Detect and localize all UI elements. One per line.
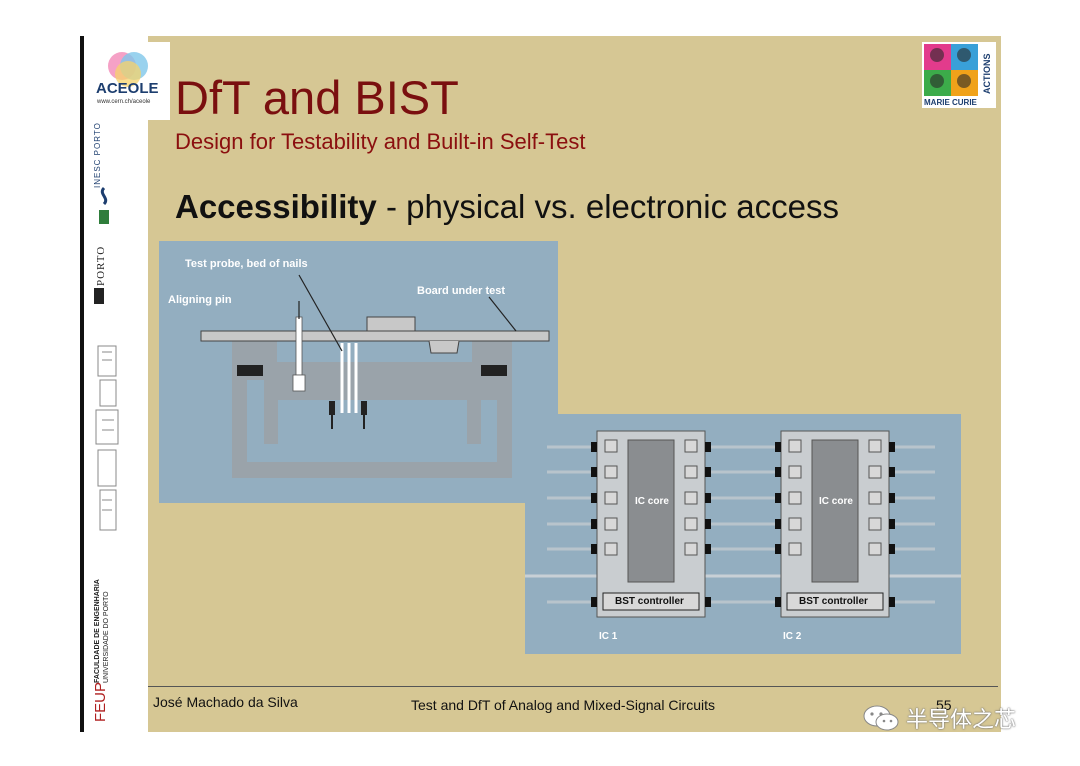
feup-university-name: UNIVERSIDADE DO PORTO: [103, 591, 110, 683]
uporto-mark-icon: [94, 288, 104, 304]
aceole-url: www.cern.ch/aceole: [97, 99, 151, 105]
page-number: 55: [936, 697, 952, 713]
marie-curie-portraits-icon: [924, 44, 978, 96]
actions-text: ACTIONS: [982, 53, 992, 95]
feup-logo-text: FEUP: [92, 681, 109, 722]
board-label: Board under test: [417, 285, 506, 297]
bed-of-nails-figure: Test probe, bed of nails Aligning pin Bo…: [159, 241, 558, 503]
feup-faculty-name: FACULDADE DE ENGENHARIA: [94, 579, 101, 683]
aligning-pin-label: Aligning pin: [168, 294, 232, 306]
footer-author: José Machado da Silva: [153, 694, 298, 710]
boundary-scan-diagram: [525, 430, 961, 618]
ic-core-2-label: IC core: [819, 496, 853, 507]
watermark: 半导体之芯: [862, 702, 1016, 734]
heading-rest: - physical vs. electronic access: [376, 188, 839, 225]
ic-core-1-label: IC core: [635, 496, 669, 507]
building-sketch-icon: [95, 345, 119, 531]
footer-divider: [148, 686, 998, 687]
ic2-label: IC 2: [783, 631, 802, 642]
marie-curie-logo: MARIE CURIE ACTIONS: [922, 42, 996, 108]
inesc-mark-icon: [99, 186, 109, 224]
ic1-label: IC 1: [599, 631, 618, 642]
bst-controller-2-label: BST controller: [799, 596, 868, 607]
uporto-logo-text: PORTO: [95, 245, 107, 286]
bed-of-nails-diagram: [200, 274, 550, 478]
footer-course: Test and DfT of Analog and Mixed-Signal …: [411, 697, 716, 713]
boundary-scan-figure: IC core IC core BST controller BST contr…: [525, 414, 961, 654]
probe-label: Test probe, bed of nails: [185, 258, 308, 270]
bst-controller-1-label: BST controller: [615, 596, 684, 607]
logo-sidebar: [80, 36, 148, 732]
heading-bold: Accessibility: [175, 188, 377, 225]
slide-subtitle: Design for Testability and Built-in Self…: [175, 129, 586, 154]
aceole-name: ACEOLE: [96, 80, 159, 97]
inesc-logo-text: INESC PORTO: [93, 122, 102, 188]
wechat-icon: [863, 705, 899, 731]
watermark-text: 半导体之芯: [906, 708, 1017, 733]
aceole-logo: ACEOLE www.cern.ch/aceole: [86, 42, 170, 120]
marie-curie-text: MARIE CURIE: [924, 98, 977, 107]
section-heading: Accessibility - physical vs. electronic …: [175, 188, 839, 226]
slide-title: DfT and BIST: [175, 71, 459, 124]
aceole-circles-icon: [108, 52, 148, 87]
